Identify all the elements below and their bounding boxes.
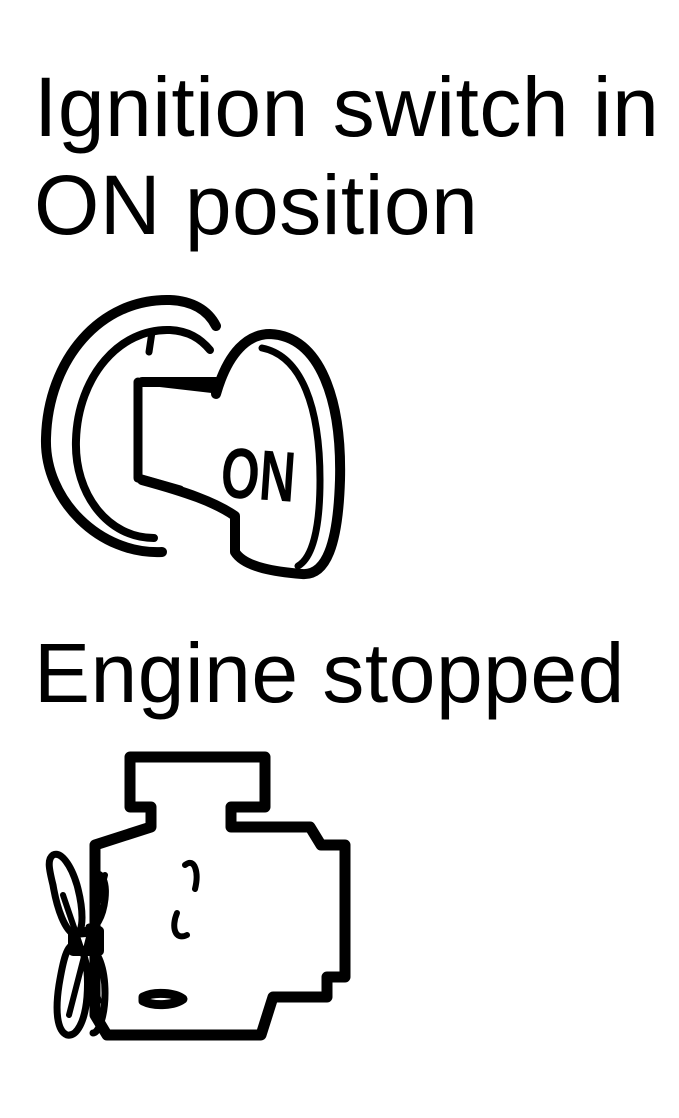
ignition-switch-caption: Ignition switch in ON position [34, 58, 659, 254]
engine-block-outline [89, 751, 351, 1041]
key-on-text: ON [218, 433, 298, 518]
ignition-caption-line-2: ON position [34, 158, 479, 252]
engine-drawing [45, 751, 351, 1041]
ignition-key-drawing: ON [40, 294, 346, 580]
cylinder-inner-face [71, 325, 214, 542]
block-detail-oval [138, 988, 188, 1010]
block-detail-hook [171, 910, 190, 940]
cylinder-outer-rim [40, 294, 221, 558]
engine-icon [35, 745, 365, 1055]
fan-strut-1 [60, 892, 102, 1004]
key-head-edge [258, 344, 324, 570]
ignition-caption-line-1: Ignition switch in [34, 60, 660, 154]
engine-stopped-caption: Engine stopped [34, 626, 625, 720]
block-detail-curve [182, 860, 200, 892]
key-shank-detail [157, 381, 215, 393]
key-slot [133, 377, 185, 495]
key-head [137, 329, 346, 580]
fan-strut-2 [66, 872, 108, 1018]
ignition-key-icon: ON [30, 290, 370, 600]
position-tick [145, 328, 156, 356]
